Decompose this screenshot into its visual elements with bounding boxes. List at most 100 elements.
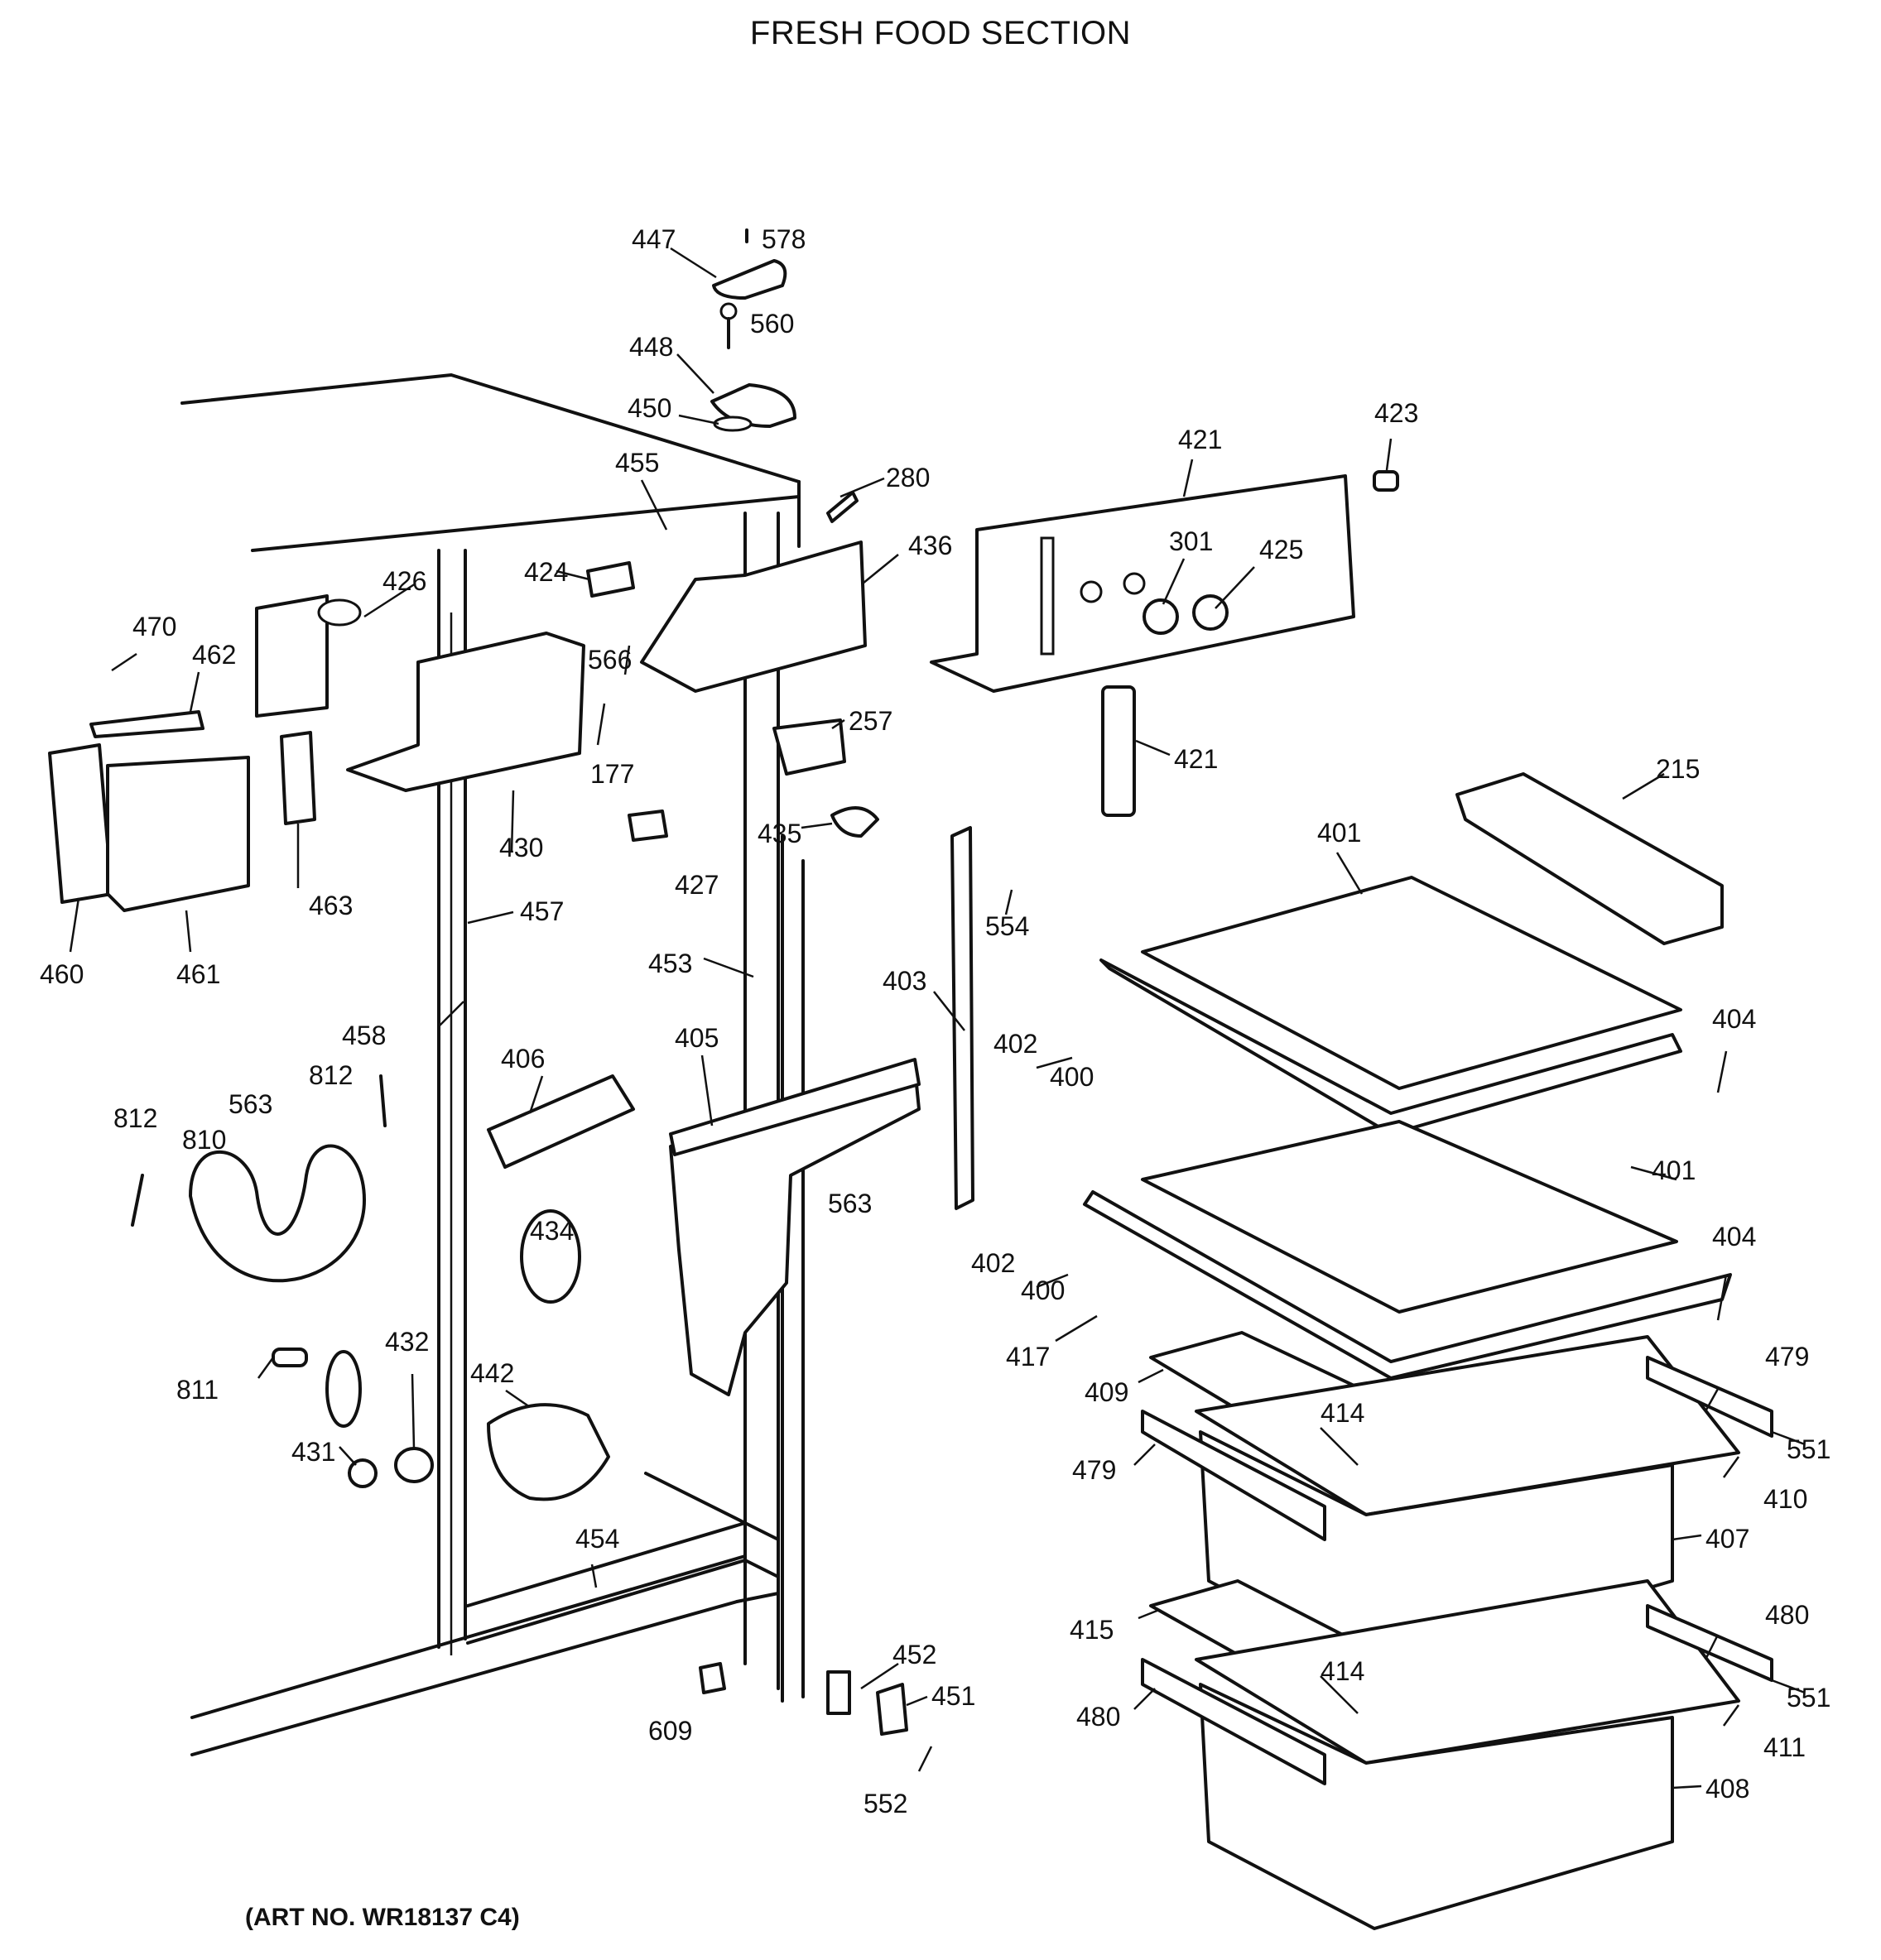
callout-421-b: 421 [1174,744,1218,774]
slide-479a [1141,1410,1326,1541]
cabinet-liner [180,372,805,1756]
callout-430: 430 [499,833,543,862]
callout-425: 425 [1259,535,1303,564]
top-hinge-assembly [710,228,796,432]
callout-432: 432 [385,1327,429,1357]
cover-406 [487,1074,635,1169]
callout-404-b: 404 [1712,1222,1756,1251]
callout-566: 566 [588,645,632,675]
callout-426: 426 [382,566,426,596]
drawer-408 [1199,1683,1674,1930]
callout-424: 424 [524,557,568,587]
callout-257: 257 [849,706,892,736]
timer-257 [772,718,846,776]
hinge-451 [876,1683,908,1736]
callout-812-b: 812 [113,1103,157,1133]
slide-479b [1646,1356,1773,1438]
callout-451: 451 [931,1681,975,1711]
bin-215 [1455,772,1724,945]
shelves-and-drawers [1083,772,1773,1930]
callout-470: 470 [132,612,176,641]
callout-435: 435 [758,819,801,848]
part-435 [830,806,879,838]
left-side-parts [48,710,635,1501]
callout-402: 402 [993,1029,1037,1059]
callout-400: 400 [1050,1062,1094,1092]
duct-405 [669,1066,921,1396]
callout-423: 423 [1374,398,1418,428]
callout-410: 410 [1763,1484,1807,1514]
part-432 [394,1447,434,1483]
callout-404: 404 [1712,1004,1756,1034]
callout-563-b: 563 [828,1189,872,1218]
part-431 [348,1458,378,1488]
part-434 [520,1209,581,1304]
callout-labels: 447 578 560 448 450 455 280 436 421 423 … [40,224,1830,1818]
drawer-top-410 [1195,1335,1740,1516]
callout-479-b: 479 [1072,1455,1116,1485]
callout-411: 411 [1763,1732,1806,1762]
callout-408: 408 [1705,1774,1749,1804]
shelf-ladder-403 [950,826,974,1210]
callout-554: 554 [985,911,1029,941]
switch-424 [586,561,635,598]
callout-560: 560 [750,309,794,339]
callout-414-b: 414 [1321,1656,1364,1686]
shelf-glass-401a [1141,876,1682,1090]
callout-551-b: 551 [1787,1683,1830,1713]
callout-406: 406 [501,1044,545,1074]
callout-427: 427 [675,870,719,900]
center-parts [628,718,974,1736]
callout-280: 280 [886,463,930,492]
callout-215: 215 [1656,754,1700,784]
callout-401: 401 [1317,818,1361,848]
callout-415: 415 [1070,1615,1114,1645]
callout-434: 434 [530,1216,574,1246]
callout-578: 578 [762,224,806,254]
callout-409: 409 [1085,1377,1128,1407]
callout-405: 405 [675,1023,719,1053]
slide-480a [1141,1658,1326,1785]
callout-450: 450 [628,393,671,423]
callout-407: 407 [1705,1524,1749,1554]
callout-609: 609 [648,1716,692,1746]
callout-810: 810 [182,1125,226,1155]
damper-426 [255,594,329,718]
callout-480: 480 [1765,1600,1809,1630]
part-463 [280,731,316,825]
hinge-cover-447 [712,259,787,300]
callout-177: 177 [590,759,634,789]
callout-479: 479 [1765,1342,1809,1372]
callout-417: 417 [1006,1342,1050,1372]
callout-401-b: 401 [1652,1155,1696,1185]
part-811 [272,1348,308,1367]
callout-461: 461 [176,959,220,989]
callout-402-b: 402 [971,1248,1015,1278]
callout-462: 462 [192,640,236,670]
callout-563: 563 [229,1089,272,1119]
shelf-glass-401b [1141,1120,1678,1314]
air-duct-430 [346,632,585,792]
harness-427 [628,809,668,842]
drawer-top-411 [1195,1579,1740,1765]
part-280 [826,491,859,523]
control-panel-assembly [255,470,1399,817]
callout-436: 436 [908,531,952,560]
control-housing-436 [640,540,867,693]
heater-810 [189,1144,366,1283]
callout-403: 403 [883,966,926,996]
callout-457: 457 [520,896,564,926]
art-number: (ART NO. WR18137 C4) [245,1904,520,1931]
callout-453: 453 [648,949,692,978]
callout-460: 460 [40,959,84,989]
leader-lines [69,247,1806,1789]
callout-301: 301 [1169,526,1213,556]
callout-458: 458 [342,1021,386,1050]
callout-431: 431 [291,1437,335,1467]
callout-455: 455 [615,448,659,478]
callout-812: 812 [309,1060,353,1090]
housing-460 [48,743,113,904]
diagram-title: FRESH FOOD SECTION [749,15,1132,51]
